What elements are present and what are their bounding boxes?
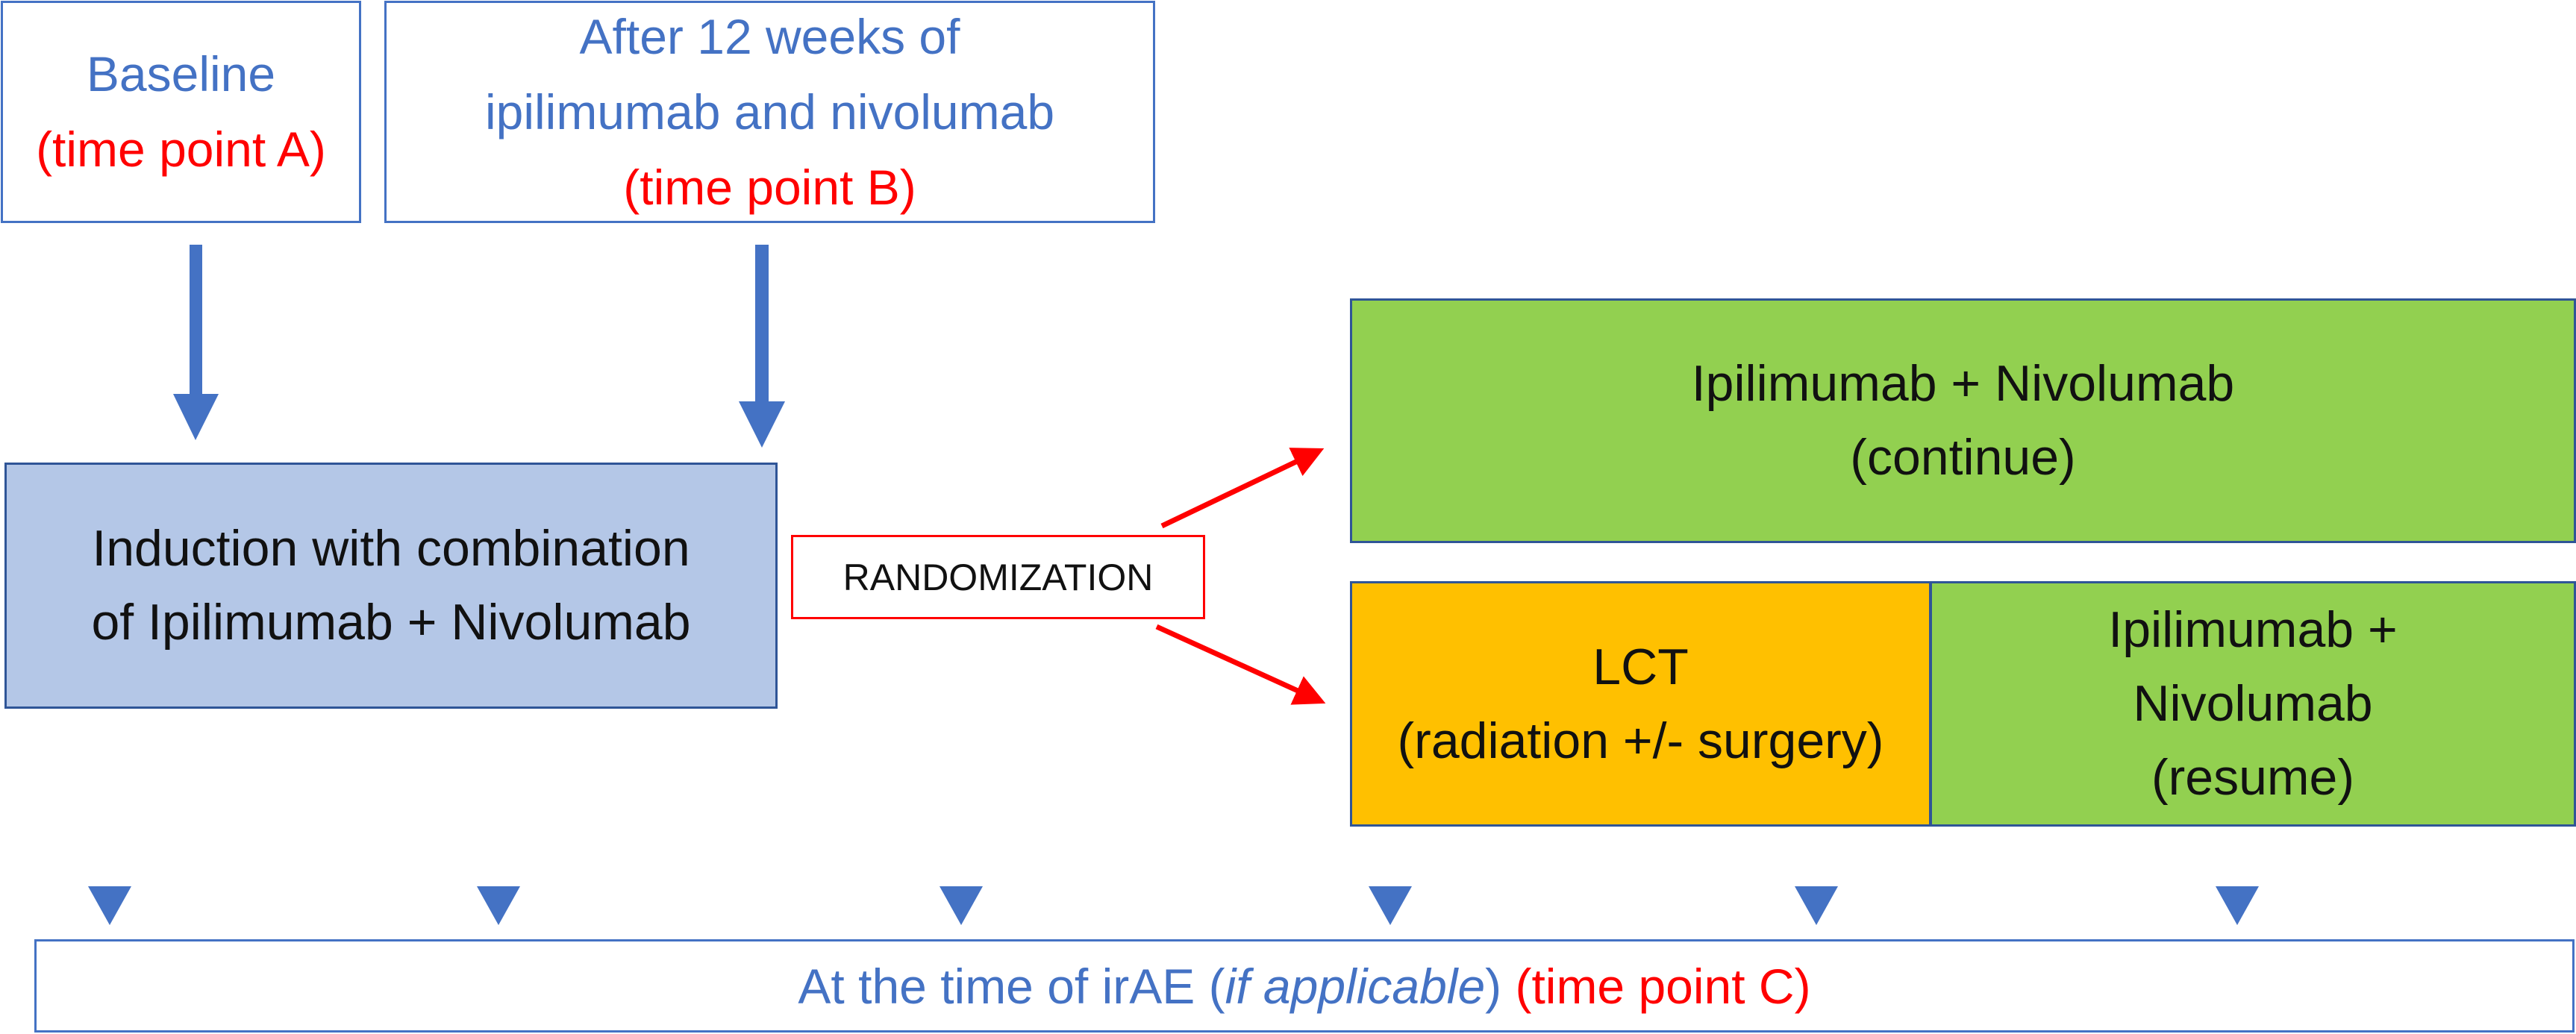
induction-line1: Induction with combination xyxy=(92,520,690,577)
triangle-marker-icon xyxy=(477,886,520,925)
red-arrow-lct xyxy=(1155,624,1326,705)
induction-line2: of Ipilimumab + Nivolumab xyxy=(91,594,691,651)
time-point-b-label: (time point B) xyxy=(623,159,916,215)
baseline-box: Baseline (time point A) xyxy=(1,1,361,223)
induction-box: Induction with combination of Ipilimumab… xyxy=(4,463,778,709)
irae-prefix: At the time of irAE ( xyxy=(798,958,1225,1014)
down-arrow-baseline xyxy=(173,245,219,440)
resume-arm-box: Ipilimumab + Nivolumab (resume) xyxy=(1930,581,2576,827)
irae-suffix: ) xyxy=(1485,958,1502,1014)
continue-arm-line1: Ipilimumab + Nivolumab xyxy=(1691,355,2235,412)
resume-arm-line2: Nivolumab xyxy=(2133,675,2373,732)
down-arrow-after xyxy=(739,245,785,448)
triangle-marker-icon xyxy=(940,886,983,925)
triangle-marker-icon xyxy=(1369,886,1412,925)
after-12-weeks-line1: After 12 weeks of xyxy=(579,8,960,64)
lct-arm-line2: (radiation +/- surgery) xyxy=(1397,712,1884,769)
continue-arm-box: Ipilimumab + Nivolumab (continue) xyxy=(1350,298,2576,543)
triangle-marker-icon xyxy=(88,886,131,925)
continue-arm-line2: (continue) xyxy=(1850,429,2076,486)
triangle-marker-icon xyxy=(2216,886,2259,925)
resume-arm-line1: Ipilimumab + xyxy=(2108,601,2398,658)
resume-arm-line3: (resume) xyxy=(2151,749,2355,806)
lct-arm-box: LCT (radiation +/- surgery) xyxy=(1350,581,1931,827)
lct-arm-line1: LCT xyxy=(1592,638,1689,695)
time-point-c-label: (time point C) xyxy=(1501,958,1811,1014)
triangle-marker-icon xyxy=(1795,886,1838,925)
randomization-box: RANDOMIZATION xyxy=(791,535,1205,619)
baseline-label: Baseline xyxy=(86,46,276,101)
after-12-weeks-box: After 12 weeks of ipilimumab and nivolum… xyxy=(384,1,1155,223)
irae-box: At the time of irAE (if applicable) (tim… xyxy=(34,939,2575,1033)
time-point-a-label: (time point A) xyxy=(36,122,326,177)
irae-italic: if applicable xyxy=(1225,958,1486,1014)
randomization-label: RANDOMIZATION xyxy=(842,556,1154,598)
after-12-weeks-line2: ipilimumab and nivolumab xyxy=(484,84,1055,140)
red-arrow-continue xyxy=(1160,448,1325,529)
